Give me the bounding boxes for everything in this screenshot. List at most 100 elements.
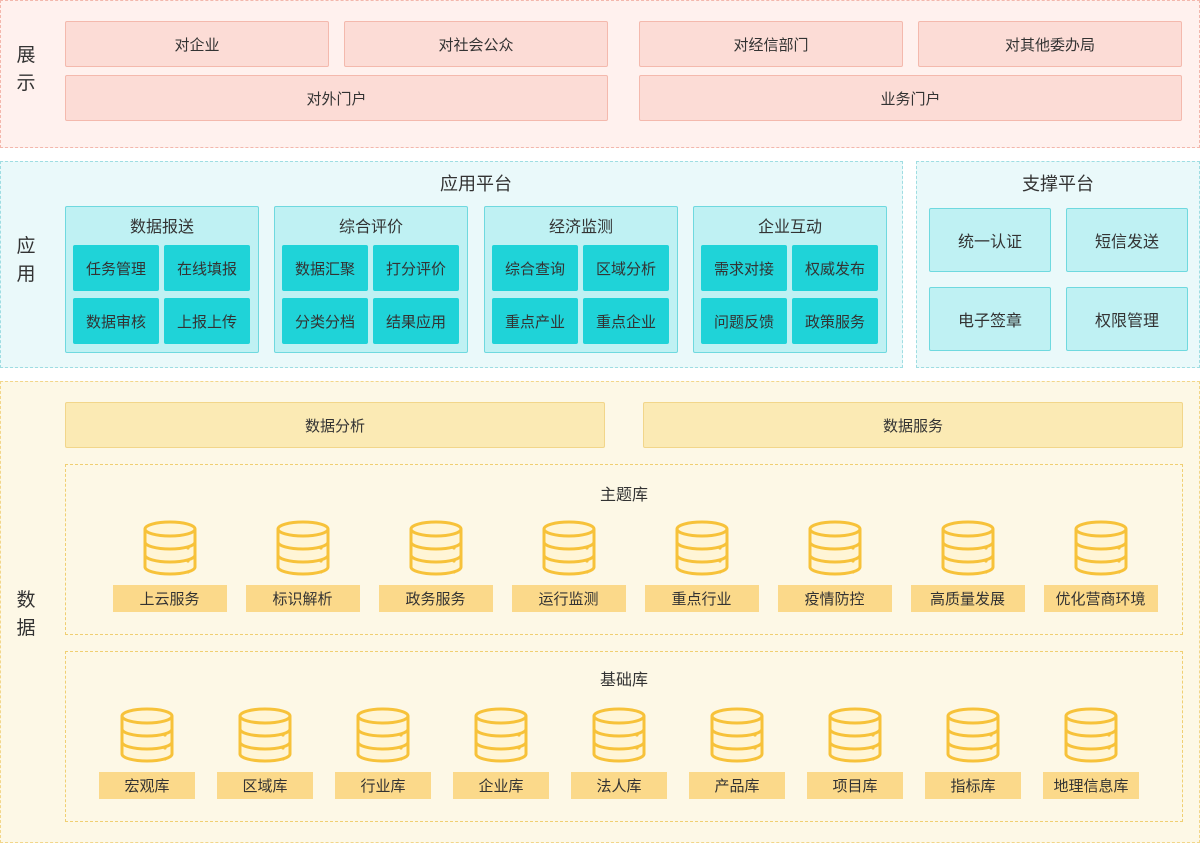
group-enterprise-interaction: 企业互动 需求对接 权威发布 问题反馈 政策服务	[693, 206, 887, 353]
db-item: 优化营商环境	[1034, 519, 1167, 612]
group-title: 企业互动	[757, 217, 822, 236]
database-icon	[542, 520, 595, 576]
db-label: 地理信息库	[1043, 772, 1139, 799]
db-item: 行业库	[324, 706, 442, 799]
support-platform-title: 支撑平台	[1022, 174, 1094, 195]
support-platform: 支撑平台 统一认证 短信发送 电子签章 权限管理	[916, 161, 1200, 368]
data-side-label: 数 据	[16, 589, 36, 639]
app-item: 结果应用	[373, 298, 459, 344]
app-item: 分类分档	[282, 298, 368, 344]
display-box-public: 对社会公众	[344, 21, 608, 67]
db-item: 政务服务	[369, 519, 502, 612]
display-box-other-bureaus: 对其他委办局	[918, 21, 1182, 67]
base-db-title: 基础库	[599, 670, 648, 689]
data-layer: 数 据 数据分析 数据服务 主题库 上云服务标识解析政务服务运行监测重点行业疫情…	[0, 381, 1200, 843]
db-item: 疫情防控	[768, 519, 901, 612]
db-label: 运行监测	[511, 585, 626, 612]
database-icon	[828, 707, 882, 763]
app-item: 打分评价	[373, 245, 459, 291]
app-item: 上报上传	[164, 298, 250, 344]
support-item-sms: 短信发送	[1066, 208, 1188, 272]
db-item: 项目库	[796, 706, 914, 799]
db-label: 项目库	[807, 772, 903, 799]
application-side-label: 应 用	[16, 235, 36, 285]
db-item: 上云服务	[103, 519, 236, 612]
db-item: 指标库	[914, 706, 1032, 799]
database-icon	[143, 520, 196, 576]
support-item-e-signature: 电子签章	[929, 287, 1051, 351]
db-label: 法人库	[571, 772, 667, 799]
app-item: 任务管理	[73, 245, 159, 291]
theme-db-title: 主题库	[599, 485, 648, 504]
app-item: 重点企业	[583, 298, 669, 344]
db-label: 疫情防控	[777, 585, 892, 612]
app-item: 需求对接	[701, 245, 787, 291]
database-icon	[1074, 520, 1127, 576]
app-item: 数据汇聚	[282, 245, 368, 291]
db-label: 行业库	[335, 772, 431, 799]
db-label: 优化营商环境	[1043, 585, 1158, 612]
db-item: 标识解析	[236, 519, 369, 612]
support-item-unified-auth: 统一认证	[929, 208, 1051, 272]
database-icon	[238, 707, 292, 763]
database-icon	[1064, 707, 1118, 763]
db-label: 企业库	[453, 772, 549, 799]
db-item: 区域库	[206, 706, 324, 799]
support-item-permission: 权限管理	[1066, 287, 1188, 351]
db-label: 指标库	[925, 772, 1021, 799]
theme-db-area: 主题库 上云服务标识解析政务服务运行监测重点行业疫情防控高质量发展优化营商环境	[65, 464, 1183, 635]
db-item: 重点行业	[635, 519, 768, 612]
database-icon	[474, 707, 528, 763]
theme-db-row: 上云服务标识解析政务服务运行监测重点行业疫情防控高质量发展优化营商环境	[103, 519, 1167, 612]
db-item: 企业库	[442, 706, 560, 799]
app-item: 数据审核	[73, 298, 159, 344]
data-service-bar: 数据服务	[643, 402, 1183, 448]
app-platform-title: 应用平台	[440, 174, 512, 195]
group-data-reporting: 数据报送 任务管理 在线填报 数据审核 上报上传	[65, 206, 259, 353]
db-label: 上云服务	[112, 585, 227, 612]
database-icon	[808, 520, 861, 576]
database-icon	[120, 707, 174, 763]
application-layer: 应 用 应用平台 数据报送 任务管理 在线填报 数据审核 上报上传 综合评价 数…	[0, 161, 903, 368]
business-portal: 业务门户	[639, 75, 1182, 121]
base-db-area: 基础库 宏观库区域库行业库企业库法人库产品库项目库指标库地理信息库	[65, 651, 1183, 822]
db-item: 产品库	[678, 706, 796, 799]
app-item: 政策服务	[792, 298, 878, 344]
database-icon	[356, 707, 410, 763]
app-item: 区域分析	[583, 245, 669, 291]
database-icon	[276, 520, 329, 576]
group-title: 经济监测	[548, 217, 613, 236]
base-db-row: 宏观库区域库行业库企业库法人库产品库项目库指标库地理信息库	[88, 706, 1150, 799]
db-label: 区域库	[217, 772, 313, 799]
group-title: 综合评价	[338, 217, 403, 236]
db-label: 高质量发展	[910, 585, 1025, 612]
db-label: 标识解析	[245, 585, 360, 612]
app-item: 权威发布	[792, 245, 878, 291]
db-label: 重点行业	[644, 585, 759, 612]
group-comprehensive-evaluation: 综合评价 数据汇聚 打分评价 分类分档 结果应用	[274, 206, 468, 353]
display-side-label: 展 示	[16, 44, 36, 94]
db-item: 地理信息库	[1032, 706, 1150, 799]
db-label: 宏观库	[99, 772, 195, 799]
group-title: 数据报送	[129, 217, 194, 236]
database-icon	[941, 520, 994, 576]
group-economic-monitoring: 经济监测 综合查询 区域分析 重点产业 重点企业	[484, 206, 678, 353]
data-analysis-bar: 数据分析	[65, 402, 605, 448]
db-item: 运行监测	[502, 519, 635, 612]
database-icon	[592, 707, 646, 763]
database-icon	[710, 707, 764, 763]
display-box-enterprise: 对企业	[65, 21, 329, 67]
external-portal: 对外门户	[65, 75, 608, 121]
database-icon	[946, 707, 1000, 763]
db-item: 法人库	[560, 706, 678, 799]
display-box-econ-dept: 对经信部门	[639, 21, 903, 67]
database-icon	[675, 520, 728, 576]
app-item: 在线填报	[164, 245, 250, 291]
app-item: 问题反馈	[701, 298, 787, 344]
db-label: 政务服务	[378, 585, 493, 612]
app-item: 重点产业	[492, 298, 578, 344]
database-icon	[409, 520, 462, 576]
db-label: 产品库	[689, 772, 785, 799]
db-item: 宏观库	[88, 706, 206, 799]
display-layer: 展 示 对企业 对社会公众 对经信部门 对其他委办局 对外门户 业务门户	[0, 0, 1200, 148]
